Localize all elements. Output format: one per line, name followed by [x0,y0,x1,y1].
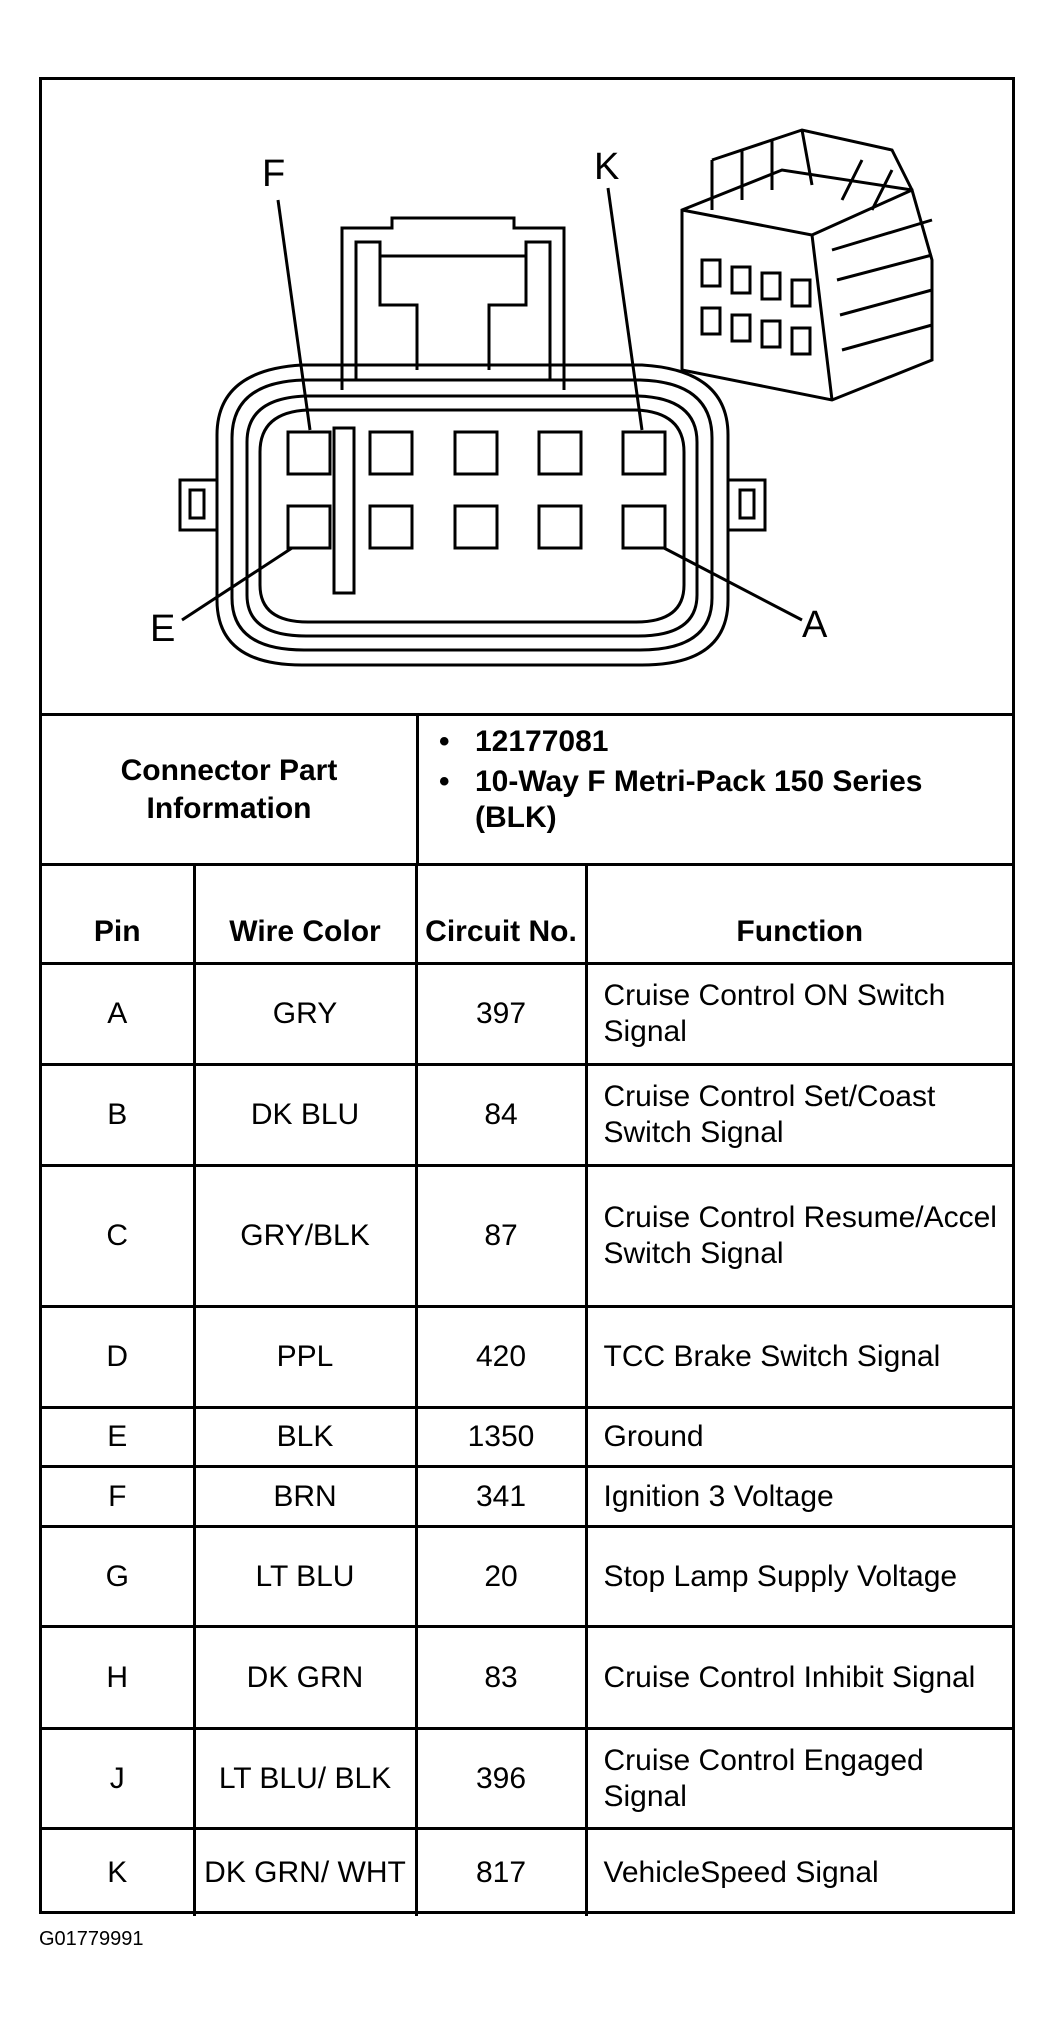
wire-color-cell: DK BLU [192,1063,418,1167]
table-row: J LT BLU/ BLK 396 Cruise Control Engaged… [42,1727,1012,1830]
connector-info-details: • 12177081 • 10-Way F Metri-Pack 150 Ser… [419,716,1012,863]
table-row: F BRN 341 Ignition 3 Voltage [42,1465,1012,1528]
pin-cell: A [42,962,196,1066]
circuit-cell: 20 [414,1525,588,1628]
header-function: Function [584,863,1012,965]
pin-cell: E [42,1406,196,1468]
wire-color-cell: DK GRN [192,1625,418,1730]
function-cell: Cruise Control Resume/Accel Switch Signa… [584,1164,1012,1308]
function-cell: Cruise Control Set/Coast Switch Signal [584,1063,1012,1167]
circuit-cell: 87 [414,1164,588,1308]
connector-part-info: Connector Part Information • 12177081 • … [42,713,1012,863]
wire-color-cell: PPL [192,1305,418,1409]
header-wire-color: Wire Color [192,863,418,965]
table-header-row: Pin Wire Color Circuit No. Function [42,863,1012,965]
function-cell: Cruise Control ON Switch Signal [584,962,1012,1066]
wire-color-cell: GRY [192,962,418,1066]
part-number: 12177081 [475,725,609,758]
callout-k: K [594,146,620,188]
circuit-cell: 397 [414,962,588,1066]
table-row: H DK GRN 83 Cruise Control Inhibit Signa… [42,1625,1012,1730]
wire-color-cell: BLK [192,1406,418,1468]
function-cell: Cruise Control Engaged Signal [584,1727,1012,1830]
bullet-icon: • [439,725,450,758]
figure-code: G01779991 [39,1928,144,1950]
table-row: B DK BLU 84 Cruise Control Set/Coast Swi… [42,1063,1012,1167]
table-row: C GRY/BLK 87 Cruise Control Resume/Accel… [42,1164,1012,1308]
wire-color-cell: LT BLU [192,1525,418,1628]
function-cell: Cruise Control Inhibit Signal [584,1625,1012,1730]
callout-e: E [150,608,176,650]
circuit-cell: 341 [414,1465,588,1528]
pin-cell: G [42,1525,196,1628]
table-row: E BLK 1350 Ground [42,1406,1012,1468]
circuit-cell: 1350 [414,1406,588,1468]
table-row: D PPL 420 TCC Brake Switch Signal [42,1305,1012,1409]
circuit-cell: 83 [414,1625,588,1730]
function-cell: Stop Lamp Supply Voltage [584,1525,1012,1628]
wire-color-cell: LT BLU/ BLK [192,1727,418,1830]
connector-info-label: Connector Part Information [42,716,419,863]
circuit-cell: 84 [414,1063,588,1167]
wire-color-cell: DK GRN/ WHT [192,1827,418,1916]
info-item: • 10-Way F Metri-Pack 150 Series (BLK) [439,764,1012,836]
function-cell: Ignition 3 Voltage [584,1465,1012,1528]
function-cell: VehicleSpeed Signal [584,1827,1012,1916]
table-row: A GRY 397 Cruise Control ON Switch Signa… [42,962,1012,1066]
table-row: G LT BLU 20 Stop Lamp Supply Voltage [42,1525,1012,1628]
function-cell: Ground [584,1406,1012,1468]
header-circuit-no: Circuit No. [414,863,588,965]
info-item: • 12177081 [439,724,1012,760]
callout-f: F [262,153,286,195]
pin-cell: H [42,1625,196,1730]
function-cell: TCC Brake Switch Signal [584,1305,1012,1409]
header-pin: Pin [42,863,196,965]
pin-cell: B [42,1063,196,1167]
circuit-cell: 396 [414,1727,588,1830]
connector-diagram: F K E A [42,80,1012,713]
connector-type: 10-Way F Metri-Pack 150 Series (BLK) [475,765,923,834]
pin-cell: J [42,1727,196,1830]
callout-a: A [802,604,828,646]
pin-cell: D [42,1305,196,1409]
pin-cell: F [42,1465,196,1528]
connector-figure: F K E A Connector Part Information • 121… [39,77,1015,1916]
circuit-cell: 420 [414,1305,588,1409]
connector-face-drawing [178,128,934,667]
pin-cell: C [42,1164,196,1308]
bullet-icon: • [439,765,450,798]
circuit-cell: 817 [414,1827,588,1916]
wire-color-cell: BRN [192,1465,418,1528]
wire-color-cell: GRY/BLK [192,1164,418,1308]
pinout-table: Pin Wire Color Circuit No. Function A GR… [42,863,1012,1916]
table-row: K DK GRN/ WHT 817 VehicleSpeed Signal [42,1827,1012,1916]
pin-cell: K [42,1827,196,1916]
